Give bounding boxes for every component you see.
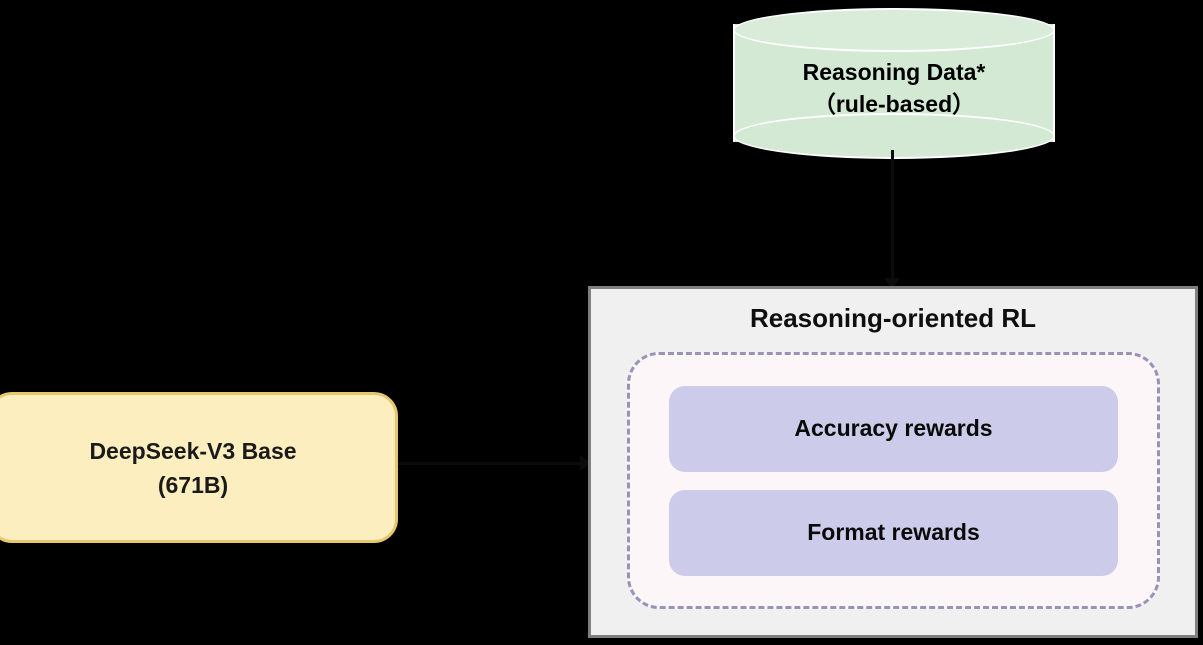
deepseek-v3-base-node[interactable]: DeepSeek-V3 Base (671B) — [0, 392, 398, 543]
reasoning-data-label: Reasoning Data* （rule-based） — [802, 59, 986, 117]
cylinder-bottom-ellipse — [733, 113, 1055, 159]
reasoning-data-cylinder[interactable]: Reasoning Data* （rule-based） — [733, 8, 1055, 159]
connector-base-to-rl — [398, 462, 588, 465]
format-rewards-box[interactable]: Format rewards — [669, 489, 1118, 576]
accuracy-rewards-box[interactable]: Accuracy rewards — [669, 385, 1118, 472]
cylinder-top-ellipse — [733, 8, 1055, 52]
accuracy-rewards-label: Accuracy rewards — [794, 415, 993, 441]
connector-data-to-rl-arrowhead-icon — [884, 278, 900, 289]
deepseek-v3-base-label: DeepSeek-V3 Base (671B) — [89, 437, 297, 498]
rewards-group: Accuracy rewards Format rewards — [627, 352, 1160, 609]
reasoning-oriented-rl-title: Reasoning-oriented RL — [749, 303, 1036, 333]
connector-data-to-rl — [891, 150, 894, 286]
format-rewards-label: Format rewards — [807, 519, 980, 545]
connector-base-to-rl-arrowhead-icon — [580, 455, 591, 471]
reasoning-oriented-rl-panel[interactable]: Reasoning-oriented RL Accuracy rewards F… — [588, 286, 1198, 638]
